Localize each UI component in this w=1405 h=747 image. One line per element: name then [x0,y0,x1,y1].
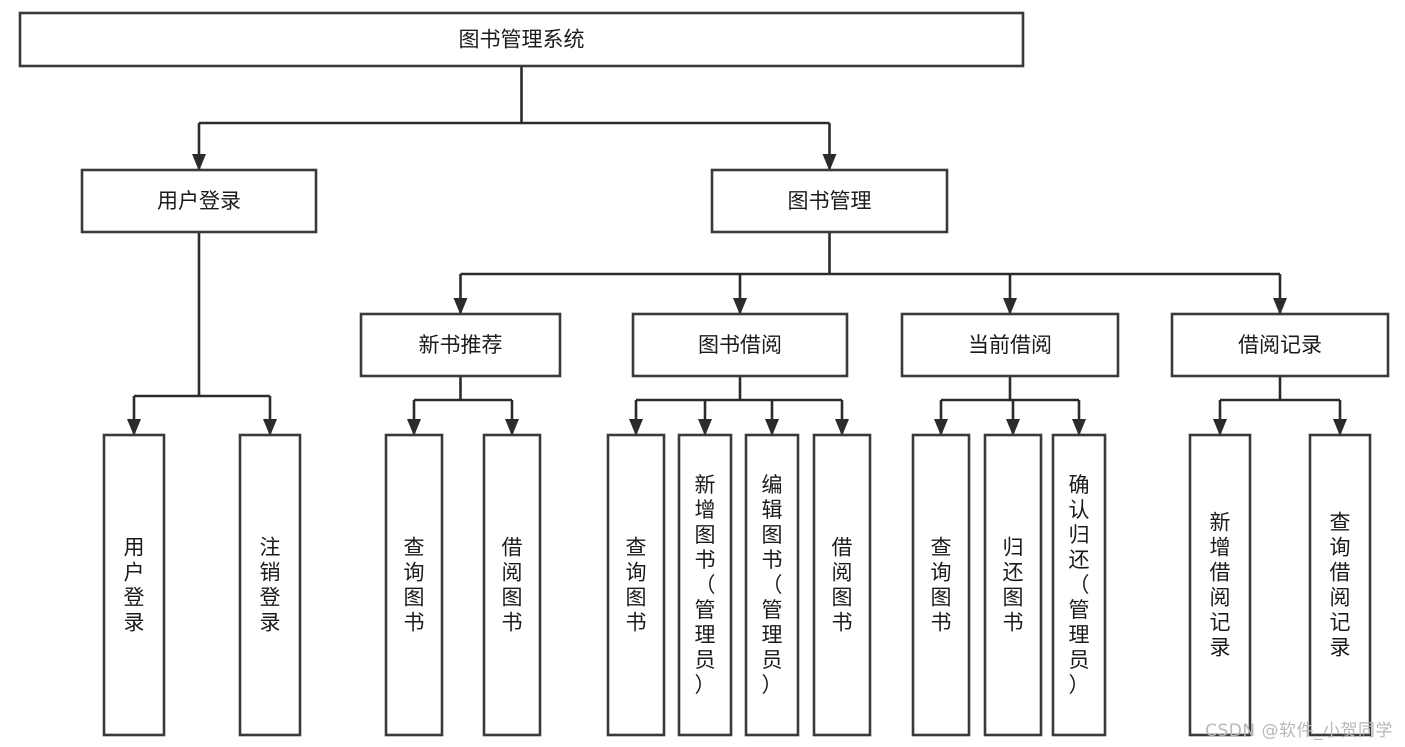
arrow-head-icon [1003,298,1017,315]
node-leaf-query-record[interactable]: 查询借阅记录 [1308,433,1372,737]
arrow-head-icon [1072,419,1086,436]
node-leaf-query-record-label: 查询借阅记录 [1330,511,1351,660]
node-leaf-logout[interactable]: 注销登录 [238,433,302,737]
arrow-head-icon [629,419,643,436]
arrow-head-icon [733,298,747,315]
node-user-login-box[interactable] [80,168,318,234]
node-leaf-query-book-2-box[interactable] [606,433,666,737]
node-user-login-label: 用户登录 [157,189,241,213]
arrow-head-icon [1213,419,1227,436]
nodes-layer: 图书管理系统用户登录图书管理新书推荐图书借阅当前借阅借阅记录用户登录注销登录查询… [18,11,1390,737]
node-leaf-add-book-admin[interactable]: 新增图书（管理员） [677,433,733,737]
arrow-head-icon [263,419,277,436]
node-leaf-borrow-book-2-label: 借阅图书 [832,536,853,635]
arrow-head-icon [765,419,779,436]
arrow-head-icon [505,419,519,436]
node-leaf-borrow-book-1[interactable]: 借阅图书 [482,433,542,737]
arrow-head-icon [1273,298,1287,315]
node-leaf-add-record[interactable]: 新增借阅记录 [1188,433,1252,737]
node-root[interactable]: 图书管理系统 [18,11,1025,68]
node-book-borrow-box[interactable] [631,312,849,378]
node-leaf-query-book-1-box[interactable] [384,433,444,737]
arrow-head-icon [127,419,141,436]
node-book-borrow[interactable]: 图书借阅 [631,312,849,378]
arrow-head-icon [934,419,948,436]
node-book-borrow-label: 图书借阅 [698,333,782,357]
arrow-head-icon [1333,419,1347,436]
node-leaf-query-book-2[interactable]: 查询图书 [606,433,666,737]
node-borrow-record-label: 借阅记录 [1238,333,1322,357]
node-borrow-record-box[interactable] [1170,312,1390,378]
node-leaf-add-book-admin-label: 新增图书（管理员） [695,473,716,697]
node-leaf-add-record-box[interactable] [1188,433,1252,737]
node-leaf-logout-label: 注销登录 [260,536,281,635]
node-leaf-query-book-1[interactable]: 查询图书 [384,433,444,737]
arrow-head-icon [698,419,712,436]
node-leaf-confirm-return-admin[interactable]: 确认归还（管理员） [1051,433,1107,737]
node-new-book-rec-box[interactable] [359,312,562,378]
node-leaf-confirm-return-admin-label: 确认归还（管理员） [1069,473,1090,697]
node-leaf-return-book[interactable]: 归还图书 [983,433,1043,737]
node-book-manage-box[interactable] [710,168,949,234]
arrow-head-icon [453,298,468,315]
node-root-box[interactable] [18,11,1025,68]
node-leaf-confirm-return-admin-box[interactable] [1051,433,1107,737]
node-leaf-return-book-box[interactable] [983,433,1043,737]
node-leaf-user-login-box[interactable] [102,433,166,737]
node-book-manage[interactable]: 图书管理 [710,168,949,234]
node-leaf-edit-book-admin[interactable]: 编辑图书（管理员） [744,433,800,737]
node-leaf-add-book-admin-box[interactable] [677,433,733,737]
node-leaf-query-book-1-label: 查询图书 [404,536,425,635]
node-current-borrow-box[interactable] [900,312,1120,378]
node-leaf-query-book-3[interactable]: 查询图书 [911,433,971,737]
node-leaf-borrow-book-2-box[interactable] [812,433,872,737]
node-current-borrow-label: 当前借阅 [968,333,1052,357]
node-current-borrow[interactable]: 当前借阅 [900,312,1120,378]
node-leaf-query-record-box[interactable] [1308,433,1372,737]
arrow-head-icon [407,419,421,436]
node-leaf-add-record-label: 新增借阅记录 [1210,511,1231,660]
node-leaf-user-login-label: 用户登录 [124,536,145,635]
node-new-book-rec[interactable]: 新书推荐 [359,312,562,378]
node-leaf-logout-box[interactable] [238,433,302,737]
node-leaf-query-book-3-label: 查询图书 [931,536,952,635]
node-book-manage-label: 图书管理 [788,189,872,213]
node-borrow-record[interactable]: 借阅记录 [1170,312,1390,378]
node-leaf-query-book-3-box[interactable] [911,433,971,737]
node-root-label: 图书管理系统 [459,28,585,52]
arrow-head-icon [822,154,837,171]
arrow-head-icon [192,154,206,171]
node-leaf-return-book-label: 归还图书 [1003,536,1024,635]
watermark-text: CSDN @软件_小贺同学 [1205,721,1393,741]
node-leaf-borrow-book-1-label: 借阅图书 [502,536,523,635]
connectors-layer [127,66,1347,436]
node-new-book-rec-label: 新书推荐 [419,333,503,357]
node-leaf-edit-book-admin-label: 编辑图书（管理员） [762,473,783,697]
node-leaf-query-book-2-label: 查询图书 [626,536,647,635]
arrow-head-icon [835,419,849,436]
node-leaf-edit-book-admin-box[interactable] [744,433,800,737]
node-leaf-borrow-book-2[interactable]: 借阅图书 [812,433,872,737]
node-leaf-borrow-book-1-box[interactable] [482,433,542,737]
arrow-head-icon [1006,419,1020,436]
node-user-login[interactable]: 用户登录 [80,168,318,234]
node-leaf-user-login[interactable]: 用户登录 [102,433,166,737]
